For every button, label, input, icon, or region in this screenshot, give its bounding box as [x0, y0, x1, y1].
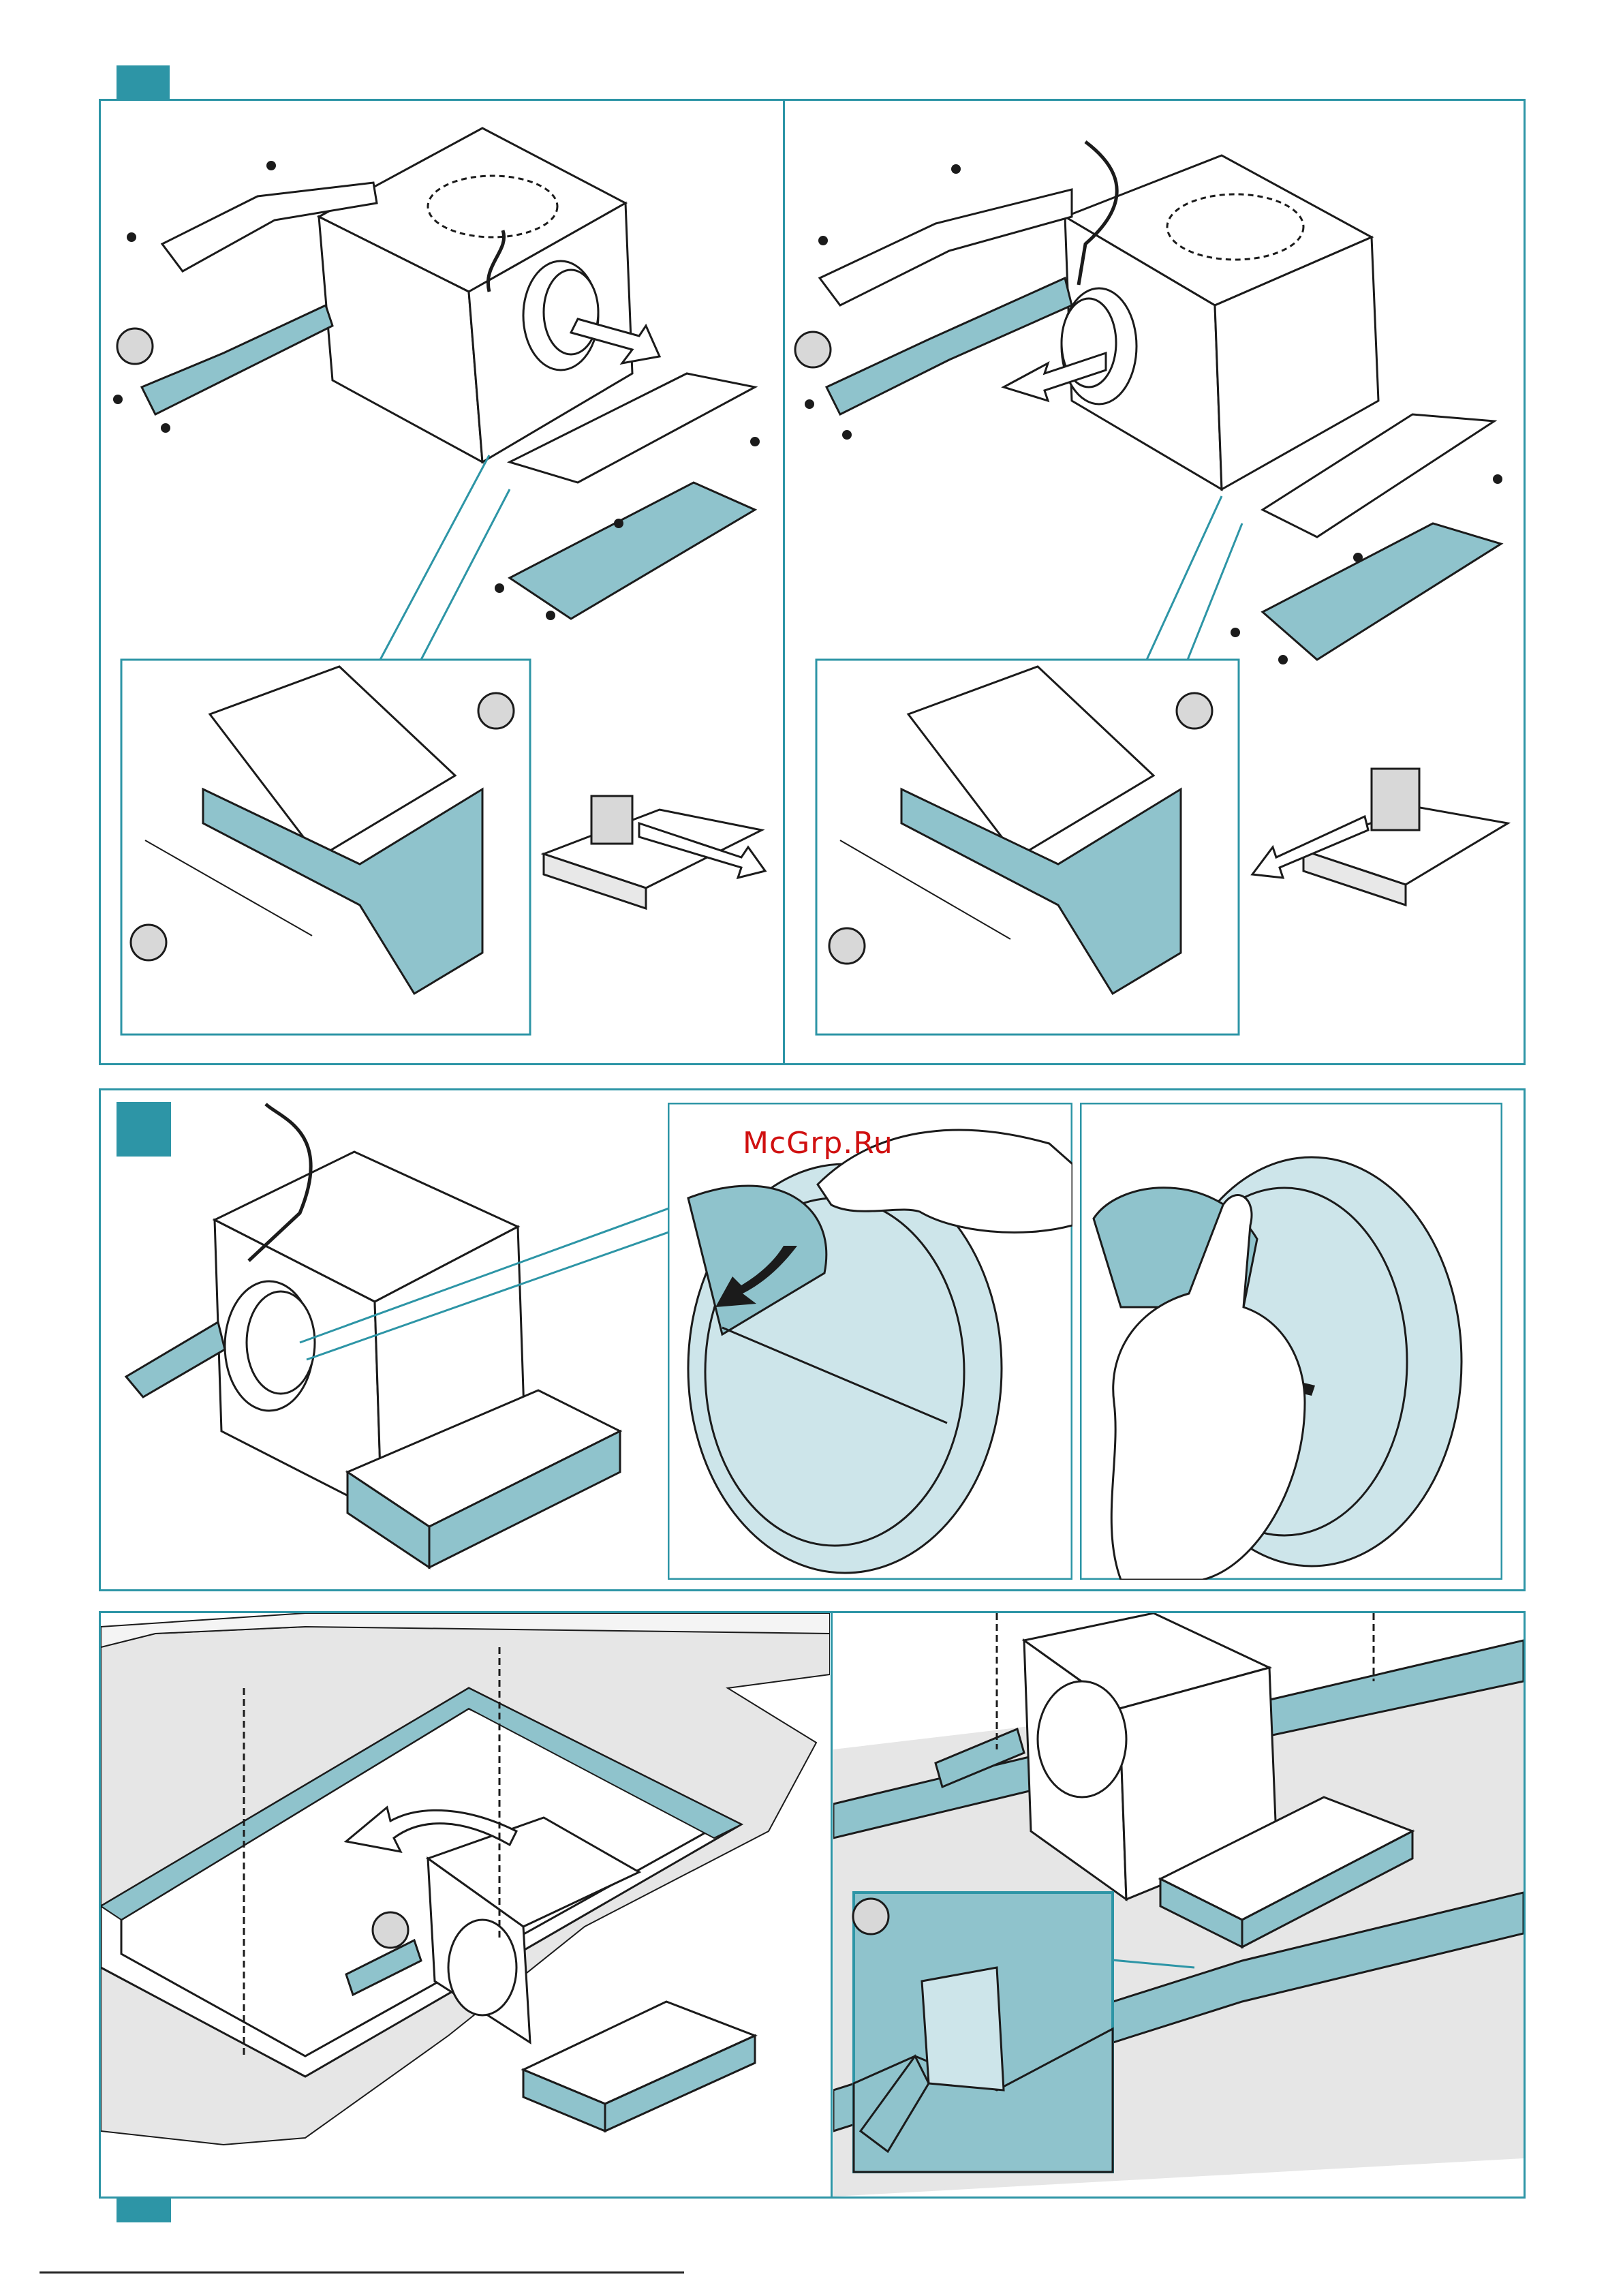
illustration-2c	[1080, 1103, 1502, 1580]
illustration-3a	[101, 1613, 830, 2196]
illustration-1b	[786, 101, 1524, 1063]
callout-circle	[117, 328, 153, 364]
illustration-1a	[101, 101, 782, 1063]
bracket-left	[126, 1322, 225, 1397]
illustration-2b	[668, 1103, 1072, 1580]
callout-circle	[853, 1899, 888, 1934]
watermark: McGrp.Ru	[743, 1126, 893, 1161]
section-3-divider	[831, 1611, 833, 2199]
section-1-divider	[783, 99, 785, 1065]
bracket-right-blue	[510, 483, 755, 619]
bracket-right-blue	[1263, 523, 1501, 660]
callout-circle	[795, 332, 831, 367]
illustration-3b	[833, 1613, 1524, 2196]
bracket-lower	[142, 305, 333, 414]
footer-rule	[40, 2271, 684, 2274]
bracket-upper	[820, 189, 1072, 305]
outlet-ring	[1038, 1681, 1126, 1797]
callout-circle	[373, 1912, 408, 1948]
illustration-2a	[102, 1090, 668, 1589]
outlet-ring	[523, 261, 598, 370]
